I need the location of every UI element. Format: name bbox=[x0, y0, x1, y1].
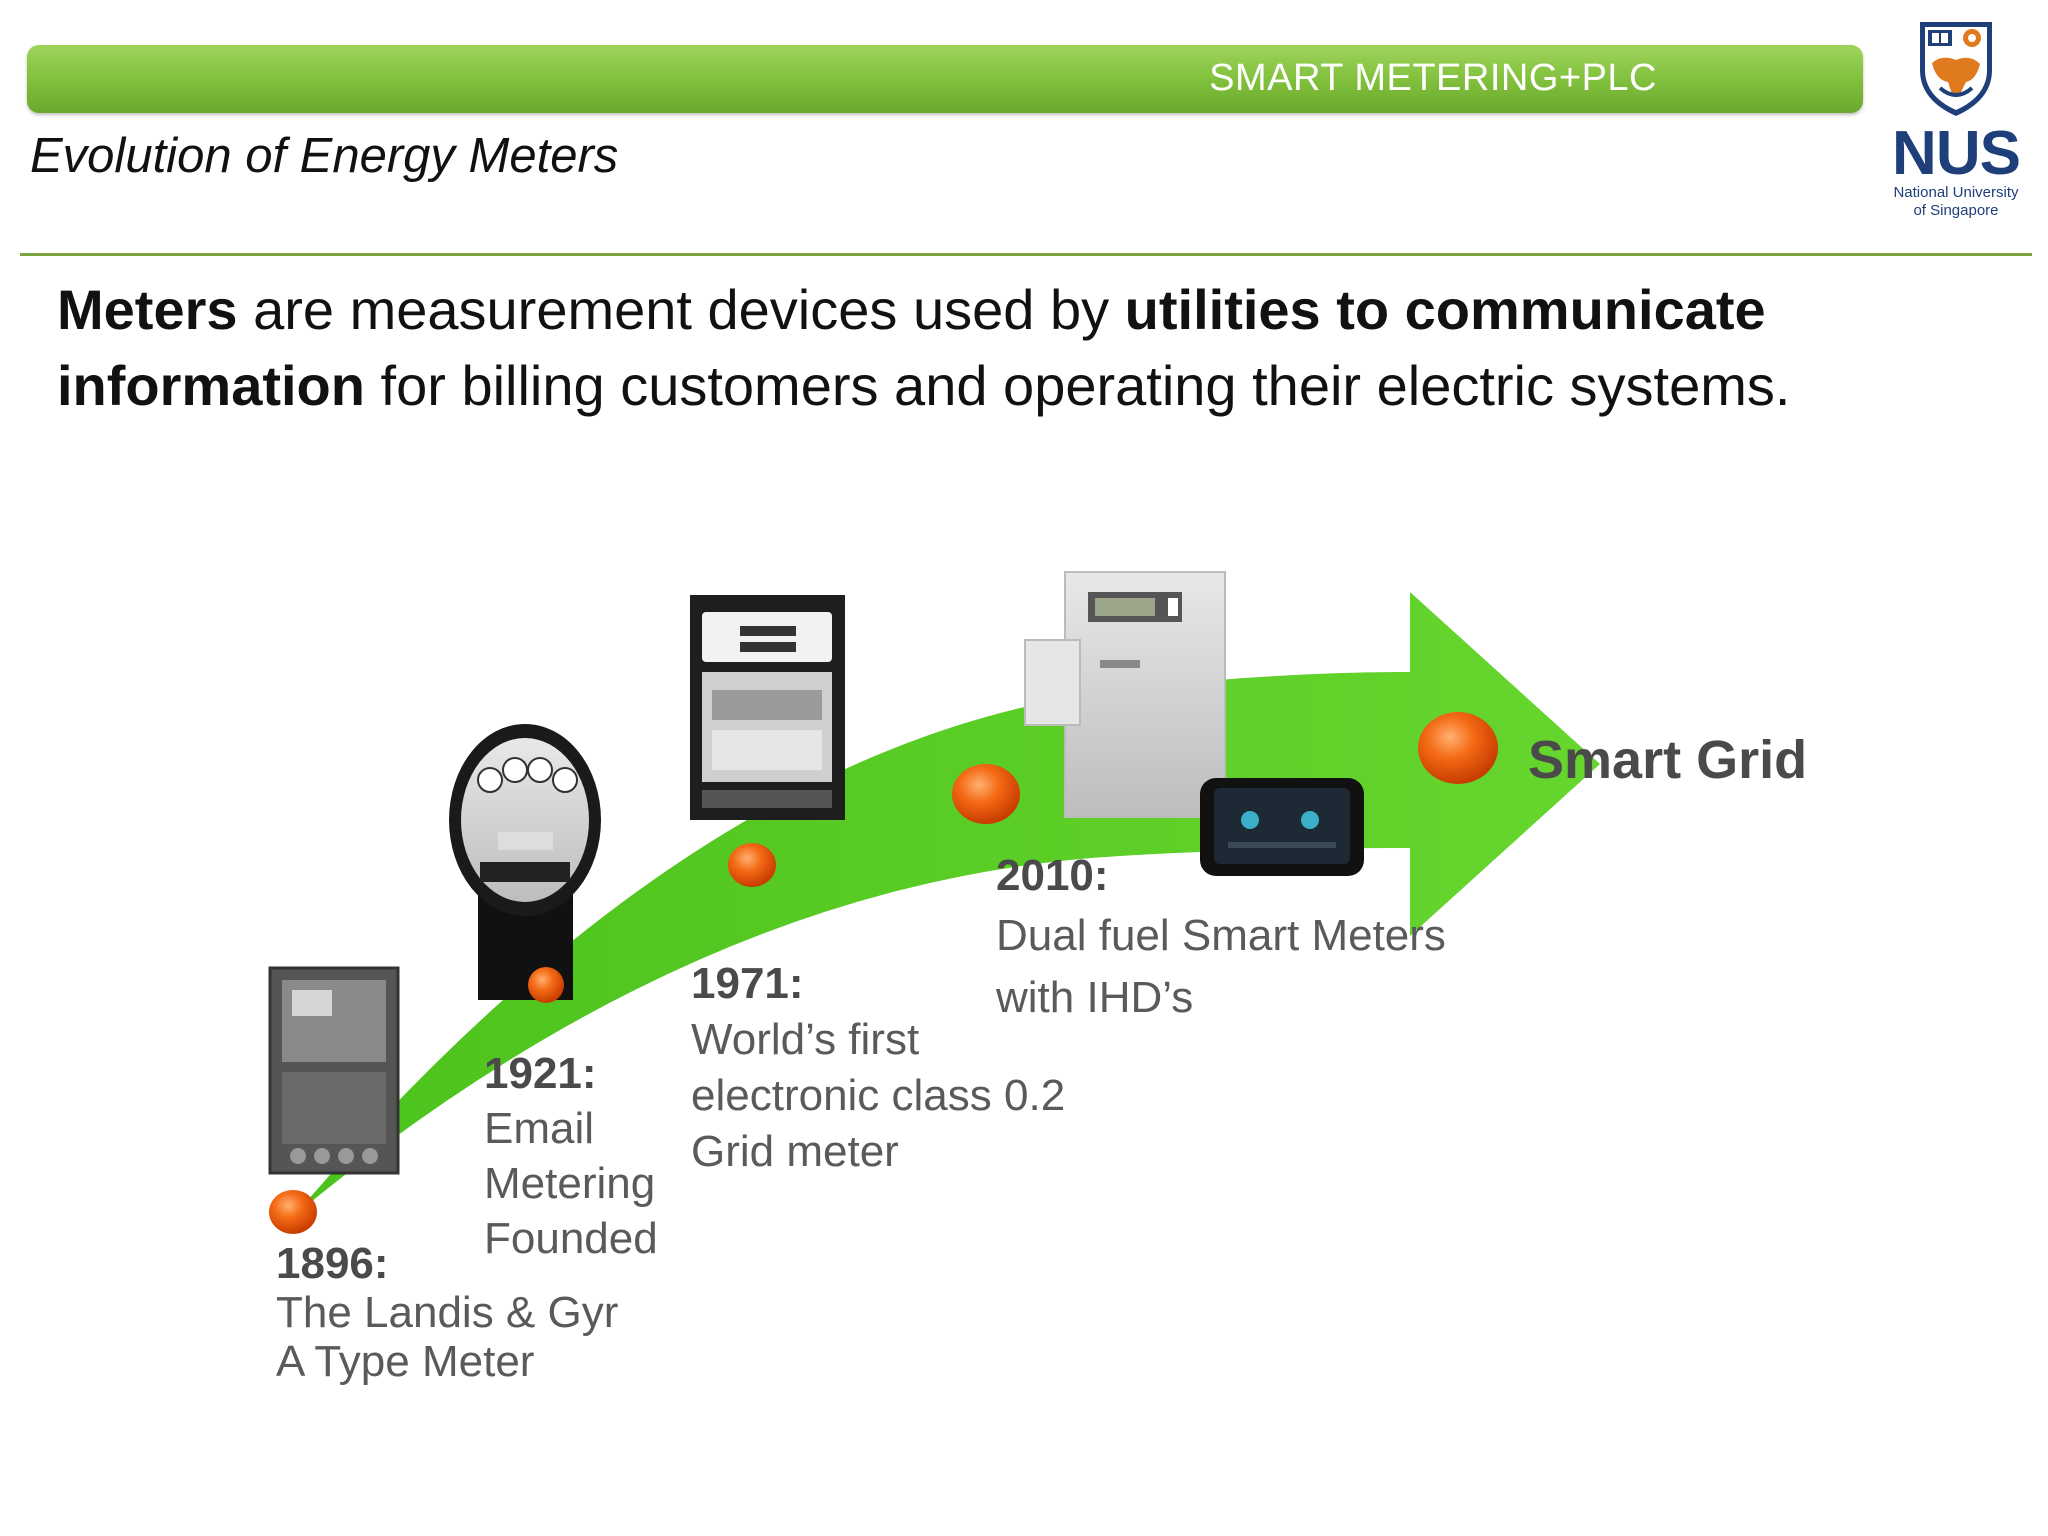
logo-subtitle-line2: of Singapore bbox=[1913, 202, 1999, 219]
title-banner: SMART METERING+PLC bbox=[27, 45, 1863, 113]
milestone-dot-2010 bbox=[952, 764, 1020, 824]
lead-paragraph: Meters are measurement devices used by u… bbox=[57, 272, 1957, 424]
milestone-year-2010: 2010: bbox=[996, 851, 1109, 900]
milestone-text-1971-line1: World’s first bbox=[691, 1015, 919, 1064]
slide-subtitle: Evolution of Energy Meters bbox=[30, 129, 619, 183]
milestone-text-1896-line2: A Type Meter bbox=[276, 1337, 534, 1386]
milestone-text-2010-line2: with IHD’s bbox=[995, 973, 1193, 1022]
milestone-text-1921-line2: Metering bbox=[484, 1159, 655, 1208]
logo-subtitle: National University of Singapore bbox=[1880, 184, 2032, 220]
milestone-dot-smart-grid bbox=[1418, 712, 1498, 784]
banner-label: SMART METERING+PLC bbox=[1209, 57, 1657, 99]
lead-bold-meters: Meters bbox=[57, 278, 238, 341]
header-divider bbox=[20, 253, 2032, 256]
meter-2010-image bbox=[1024, 571, 1226, 818]
milestone-year-1921: 1921: bbox=[484, 1049, 597, 1098]
milestone-label-1896: 1896: The Landis & Gyr A Type Meter bbox=[276, 1239, 618, 1386]
nus-crest-icon bbox=[1920, 22, 1992, 116]
milestone-text-1971-line2: electronic class 0.2 bbox=[691, 1071, 1065, 1120]
milestone-text-1971-line3: Grid meter bbox=[691, 1127, 899, 1176]
milestone-year-1896: 1896: bbox=[276, 1239, 389, 1288]
milestone-year-1971: 1971: bbox=[691, 959, 804, 1008]
milestone-text-1921-line1: Email bbox=[484, 1104, 594, 1153]
milestone-label-1971: 1971: World’s first electronic class 0.2… bbox=[691, 959, 1065, 1176]
meter-1921-image bbox=[449, 724, 601, 1000]
smart-grid-label: Smart Grid bbox=[1528, 730, 1807, 790]
timeline-arrow bbox=[295, 592, 1600, 1215]
milestone-text-1896-line1: The Landis & Gyr bbox=[276, 1288, 618, 1337]
in-home-display-image bbox=[1200, 778, 1364, 876]
lead-text-2: for billing customers and operating thei… bbox=[364, 354, 1791, 417]
meter-1971-image bbox=[690, 595, 845, 820]
milestone-text-2010-line1: Dual fuel Smart Meters bbox=[996, 911, 1446, 960]
lead-text-1: are measurement devices used by bbox=[237, 278, 1125, 341]
milestone-dot-1896 bbox=[269, 1190, 317, 1234]
logo-wordmark: NUS bbox=[1892, 119, 2021, 188]
nus-logo: NUS National University of Singapore bbox=[1880, 18, 2032, 223]
lead-bold-utilities: utilities to communicate information bbox=[57, 278, 1766, 417]
milestone-dot-1921 bbox=[528, 967, 564, 1003]
milestone-dot-1971 bbox=[728, 843, 776, 887]
milestone-label-2010: 2010: Dual fuel Smart Meters with IHD’s bbox=[995, 851, 1446, 1022]
milestone-text-1921-line3: Founded bbox=[484, 1214, 658, 1263]
logo-subtitle-line1: National University bbox=[1893, 184, 2019, 201]
meter-1896-image bbox=[268, 966, 400, 1175]
milestone-label-1921: 1921: Email Metering Founded bbox=[484, 1049, 658, 1263]
